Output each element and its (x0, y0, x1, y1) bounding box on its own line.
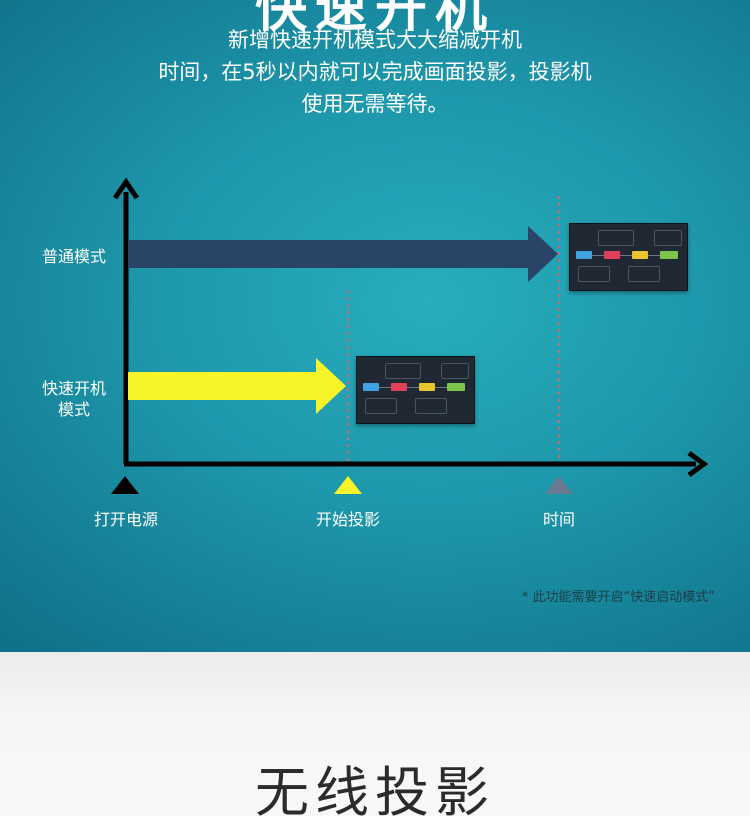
intro-text: 新增快速开机模式大大缩减开机 时间，在5秒以内就可以完成画面投影，投影机 使用无… (0, 24, 750, 120)
row-label-normal-mode: 普通模式 (41, 247, 106, 266)
startup-time-diagram (111, 177, 709, 494)
tick-marker-projection-start (334, 476, 362, 494)
row-label-fast-mode-line2: 模式 (57, 400, 90, 419)
next-section-title: 无线投影 (255, 761, 495, 824)
y-axis-arrowhead (112, 177, 140, 200)
projected-screen-thumbnail-normal (569, 223, 688, 291)
intro-line-1: 新增快速开机模式大大缩减开机 (228, 28, 522, 52)
feature-note: * 此功能需要开启“快速启动模式” (521, 590, 715, 605)
tick-label-power-on: 打开电源 (93, 510, 158, 529)
section-title-partial: 快速开机 (254, 0, 495, 39)
tick-marker-time (545, 476, 573, 494)
next-section: 无线投影 (0, 652, 750, 824)
hero-section: 快速开机 新增快速开机模式大大缩减开机 时间，在5秒以内就可以完成画面投影，投影… (0, 0, 750, 652)
intro-line-3: 使用无需等待。 (301, 92, 449, 116)
tick-label-time: 时间 (542, 510, 575, 529)
projected-screen-thumbnail-fast (356, 356, 475, 424)
tick-marker-power-on (111, 476, 139, 494)
intro-line-2: 时间，在5秒以内就可以完成画面投影，投影机 (158, 60, 592, 84)
tick-label-projection-start: 开始投影 (315, 510, 380, 529)
x-axis-arrowhead (687, 450, 709, 478)
row-label-fast-mode: 快速开机 模式 (32, 378, 116, 420)
fast-mode-arrow (128, 358, 346, 414)
row-label-fast-mode-line1: 快速开机 (41, 379, 106, 398)
normal-mode-arrow (128, 226, 558, 282)
